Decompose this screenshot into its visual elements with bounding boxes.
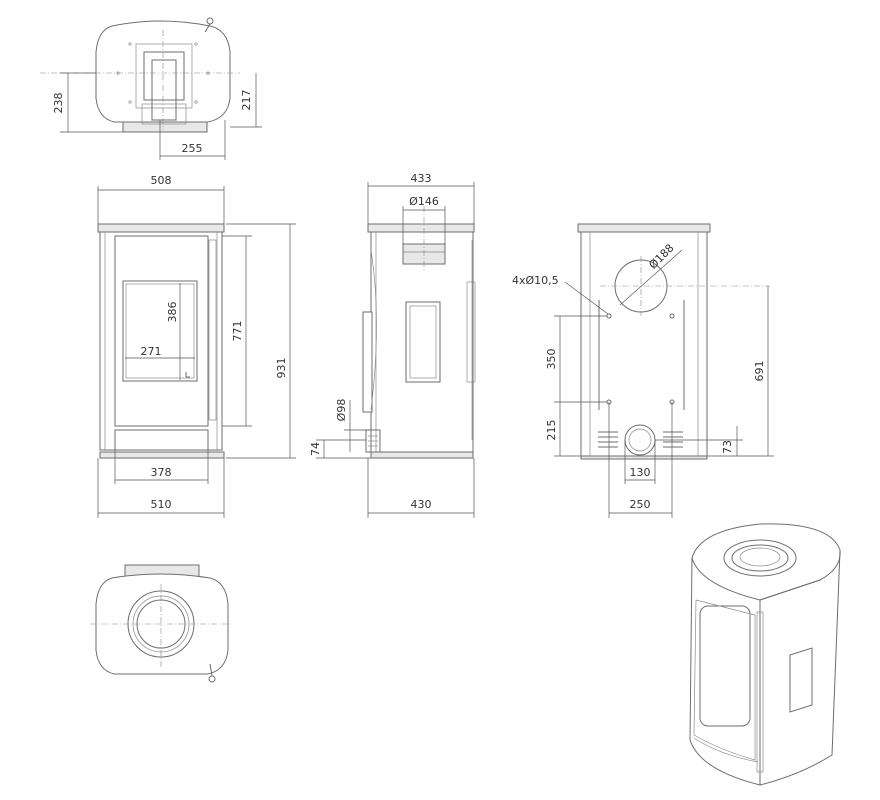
dim-depth-top: 433: [411, 172, 432, 185]
dim-air-rear-height: 73: [721, 440, 734, 454]
top-view-flue-plate: [135, 43, 193, 109]
rear-view-base: [580, 455, 708, 460]
top-view-flue-duct: [151, 59, 177, 121]
side-view-body: [370, 231, 474, 453]
dim-holes: 4xØ10,5: [512, 274, 559, 287]
dim-glass-width: 271: [141, 345, 162, 358]
perspective-top: [691, 523, 841, 601]
dim-line-188: [619, 249, 683, 306]
bottom-view: [90, 564, 232, 683]
dim-leader-holes: [564, 281, 609, 315]
dim-hole-spacing: 350: [545, 349, 558, 370]
rear-view-top-plate: [577, 223, 711, 233]
rear-view: Ø188 4xØ10,5 350 215 691 73: [512, 223, 774, 518]
side-view-handle: [362, 311, 373, 413]
dim-width-base: 510: [151, 498, 172, 511]
top-view: 238 217 255: [40, 17, 262, 160]
side-view-top-plate: [367, 223, 475, 233]
side-view-base: [370, 451, 474, 459]
rear-view-air-inlet: [624, 424, 656, 456]
perspective-side-window: [789, 647, 813, 713]
dim-outlet-offset: 255: [182, 142, 203, 155]
front-view-door: [114, 235, 209, 427]
side-view-rear-rail: [466, 281, 476, 383]
front-view: 508 271 386 771 931 378 510: [97, 174, 296, 518]
rear-view-vents: [598, 431, 683, 448]
front-view-glass: [122, 280, 198, 382]
dim-hole-base: 215: [545, 420, 558, 441]
dim-air-dia: Ø98: [335, 399, 348, 422]
dim-flue-top-dia: Ø146: [409, 195, 439, 208]
perspective-view: [689, 523, 841, 786]
perspective-door: [693, 599, 756, 761]
top-view-mount-holes: [116, 42, 210, 104]
dim-rear-width: 250: [630, 498, 651, 511]
perspective-flue-ring-outer: [723, 539, 797, 577]
dim-door-width: 378: [151, 466, 172, 479]
bottom-view-handle-knob: [208, 675, 216, 683]
dim-flue-rear-height: 691: [753, 361, 766, 382]
perspective-flue-ring-inner: [731, 544, 789, 572]
side-view: 433 Ø146 Ø98 74 430: [309, 172, 476, 518]
side-view-window: [405, 301, 441, 383]
top-view-duct-bracket: [141, 103, 187, 125]
top-view-handle-knob: [206, 17, 214, 25]
front-view-body: [99, 231, 223, 451]
dim-air-rear-width: 130: [630, 466, 651, 479]
dim-total-height: 931: [275, 358, 288, 379]
front-view-door-handle: [208, 239, 217, 421]
front-view-base: [99, 451, 225, 459]
dim-air-height: 74: [309, 442, 322, 456]
dim-door-height: 771: [231, 321, 244, 342]
perspective-door-glass: [699, 605, 751, 727]
dim-depth-total: 238: [52, 93, 65, 114]
perspective-door-handle: [756, 611, 764, 773]
dim-depth-base: 430: [411, 498, 432, 511]
dim-width-top: 508: [151, 174, 172, 187]
top-view-flue-collar: [143, 51, 185, 101]
dim-depth-outlet: 217: [240, 90, 253, 111]
top-view-handle-stem: [204, 23, 211, 33]
dim-glass-height: 386: [166, 302, 179, 323]
front-view-top-plate: [97, 223, 225, 233]
